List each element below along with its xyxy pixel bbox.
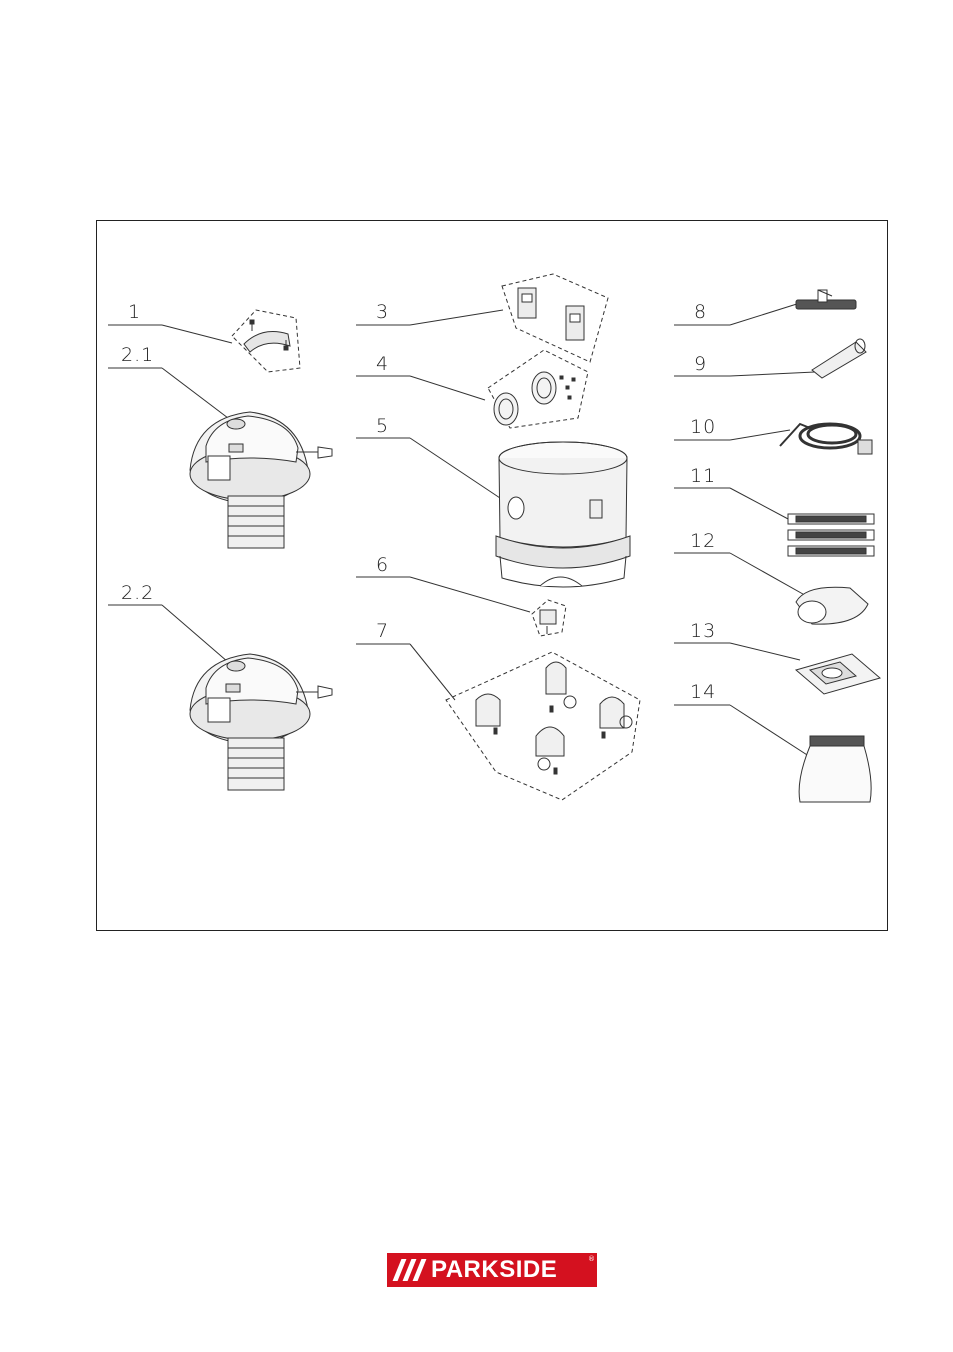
part-11-extension-tubes bbox=[787, 513, 875, 557]
part-14-filter-bag bbox=[798, 735, 872, 803]
part-6-fitting bbox=[531, 599, 567, 637]
label-part-13: 13 bbox=[690, 620, 717, 642]
parkside-logo: PARKSIDE ® bbox=[387, 1253, 597, 1287]
label-part-1: 1 bbox=[128, 301, 142, 323]
label-part-8: 8 bbox=[694, 301, 708, 323]
label-part-2-2: 2.2 bbox=[121, 582, 155, 604]
diagram-frame bbox=[96, 220, 888, 931]
part-10-hose bbox=[779, 422, 873, 455]
part-8-floor-nozzle bbox=[795, 289, 857, 310]
label-part-11: 11 bbox=[690, 465, 717, 487]
part-2-2-motor-head bbox=[189, 653, 333, 791]
label-part-4: 4 bbox=[376, 353, 390, 375]
part-1-handle bbox=[231, 309, 301, 373]
logo-slashes-icon bbox=[387, 1253, 431, 1287]
part-2-1-motor-head bbox=[189, 411, 333, 549]
label-part-12: 12 bbox=[690, 530, 717, 552]
part-4-connector-rings bbox=[487, 349, 589, 429]
part-13-dust-bag bbox=[794, 653, 882, 695]
label-part-14: 14 bbox=[690, 681, 717, 703]
label-part-3: 3 bbox=[376, 301, 390, 323]
label-part-2-1: 2.1 bbox=[121, 344, 155, 366]
part-12-filter-sleeve bbox=[795, 586, 869, 625]
registered-mark: ® bbox=[588, 1255, 595, 1263]
label-part-6: 6 bbox=[376, 554, 390, 576]
part-5-container bbox=[495, 441, 631, 588]
part-9-crevice-nozzle bbox=[811, 338, 867, 379]
leader-lines bbox=[108, 302, 819, 763]
label-part-9: 9 bbox=[694, 353, 708, 375]
part-7-castors bbox=[445, 651, 641, 801]
brand-name: PARKSIDE bbox=[431, 1256, 558, 1283]
part-3-clips bbox=[501, 273, 609, 363]
label-part-7: 7 bbox=[376, 620, 390, 642]
label-part-5: 5 bbox=[376, 415, 390, 437]
label-part-10: 10 bbox=[690, 416, 717, 438]
